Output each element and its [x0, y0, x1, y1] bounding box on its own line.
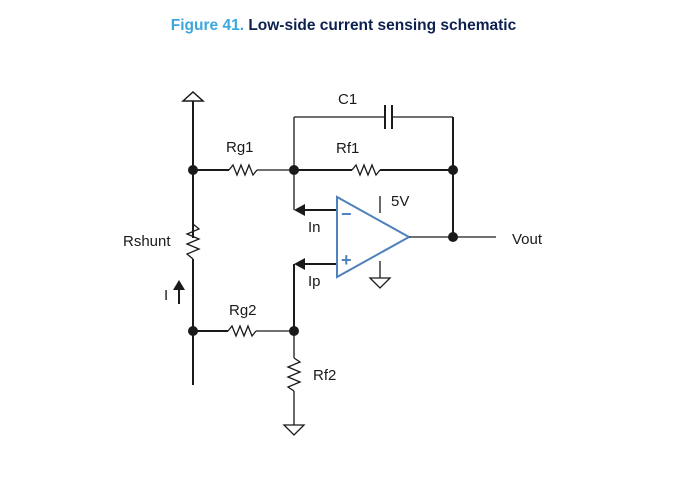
rshunt-resistor: [185, 223, 201, 260]
rf2-ground-icon: [282, 424, 306, 436]
node-output: [448, 232, 458, 242]
rg2-resistor: [227, 324, 257, 338]
current-arrow-icon: [173, 280, 185, 290]
label-c1: C1: [338, 91, 357, 108]
rf2-resistor: [286, 357, 302, 392]
figure-number: Figure 41.: [170, 17, 244, 34]
label-rg2: Rg2: [229, 302, 257, 319]
supply-arrow-symbol: [181, 90, 205, 102]
figure-title: Figure 41. Low-side current sensing sche…: [0, 17, 687, 35]
opamp-minus: −: [341, 204, 352, 224]
rf1-resistor: [351, 163, 381, 177]
label-rf1: Rf1: [336, 140, 359, 157]
label-rshunt: Rshunt: [123, 233, 171, 250]
label-in: In: [308, 219, 321, 236]
label-rg1: Rg1: [226, 139, 254, 156]
opamp-ground-icon: [368, 277, 392, 289]
ip-arrow-icon: [294, 258, 305, 270]
opamp-plus: +: [341, 250, 352, 270]
label-rf2: Rf2: [313, 367, 336, 384]
figure-caption: Low-side current sensing schematic: [248, 17, 517, 34]
label-supply: 5V: [391, 193, 409, 210]
opamp-symbol: [336, 195, 412, 279]
rg1-resistor: [228, 163, 258, 177]
label-vout: Vout: [512, 231, 543, 248]
in-arrow-icon: [294, 204, 305, 216]
label-ip: Ip: [308, 273, 321, 290]
label-current: I: [164, 287, 168, 304]
node-rf1-right: [448, 165, 458, 175]
